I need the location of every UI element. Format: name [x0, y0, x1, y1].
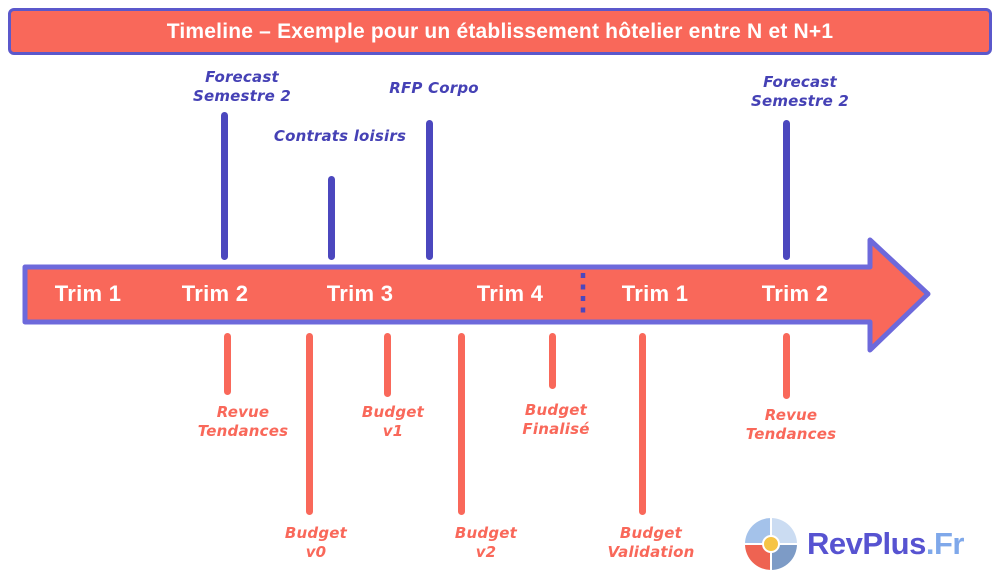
- brand-name-tld: .Fr: [925, 526, 965, 561]
- trim-label-n-q1: Trim 1: [33, 281, 143, 307]
- pie-chart-logo-icon: [745, 518, 797, 570]
- event-label-line: RFP Corpo: [389, 79, 479, 97]
- event-line-budget-v0: [306, 333, 313, 515]
- page-title: Timeline – Exemple pour un établissement…: [166, 19, 834, 43]
- event-label-line: Revue: [216, 403, 270, 421]
- trim-text: Trim 3: [326, 281, 394, 306]
- event-label-line: v1: [382, 422, 404, 440]
- event-label-line: Revue: [764, 406, 818, 424]
- event-label-budget-v1: Budget v1: [313, 403, 473, 441]
- event-label-budget-v0: Budget v0: [236, 524, 396, 562]
- event-label-line: v0: [305, 543, 327, 561]
- event-line-budget-v2: [458, 333, 465, 515]
- event-line-budget-validation: [639, 333, 646, 515]
- event-label-revue-tendances-n: Revue Tendances: [163, 403, 323, 441]
- brand-name: RevPlus.Fr: [807, 526, 964, 562]
- event-label-line: Budget: [361, 403, 425, 421]
- event-label-forecast-s2-n: Forecast Semestre 2: [162, 68, 322, 106]
- trim-label-n1-q2: Trim 2: [740, 281, 850, 307]
- event-label-budget-finalise: Budget Finalisé: [476, 401, 636, 439]
- event-line-rfp-corpo: [426, 120, 433, 260]
- event-label-line: Budget: [454, 524, 518, 542]
- event-line-budget-v1: [384, 333, 391, 397]
- event-line-forecast-s2-n1: [783, 120, 790, 260]
- event-line-budget-finalise: [549, 333, 556, 389]
- brand-name-main: RevPlus: [807, 526, 926, 561]
- trim-text: Trim 2: [761, 281, 829, 306]
- trim-text: Trim 4: [476, 281, 544, 306]
- event-label-line: Forecast: [205, 68, 279, 86]
- event-line-revue-tendances-n: [224, 333, 231, 395]
- event-label-rfp-corpo: RFP Corpo: [354, 79, 514, 98]
- event-label-line: Semestre 2: [192, 87, 292, 105]
- event-line-revue-tendances-n1: [783, 333, 790, 399]
- trim-text: Trim 1: [621, 281, 689, 306]
- trim-text: Trim 1: [54, 281, 122, 306]
- title-banner: Timeline – Exemple pour un établissement…: [8, 8, 992, 55]
- event-label-forecast-s2-n1: Forecast Semestre 2: [720, 73, 880, 111]
- event-label-line: Budget: [619, 524, 683, 542]
- event-label-line: Finalisé: [522, 420, 590, 438]
- timeline-arrow: [22, 237, 931, 353]
- brand-logo: RevPlus.Fr: [745, 518, 964, 570]
- event-label-contrats-loisirs: Contrats loisirs: [260, 127, 420, 146]
- event-label-revue-tendances-n1: Revue Tendances: [711, 406, 871, 444]
- pie-center-dot: [762, 535, 780, 553]
- event-line-forecast-s2-n: [221, 112, 228, 260]
- event-label-line: Budget: [284, 524, 348, 542]
- event-label-budget-validation: Budget Validation: [571, 524, 731, 562]
- event-label-line: Semestre 2: [750, 92, 850, 110]
- trim-text: Trim 2: [181, 281, 249, 306]
- event-label-line: Forecast: [763, 73, 837, 91]
- trim-label-n-q4: Trim 4: [455, 281, 565, 307]
- event-line-contrats-loisirs: [328, 176, 335, 260]
- event-label-line: v2: [475, 543, 497, 561]
- event-label-line: Tendances: [197, 422, 289, 440]
- event-label-line: Validation: [607, 543, 695, 561]
- trim-label-n-q2: Trim 2: [160, 281, 270, 307]
- timeline-arrow-shape: [22, 237, 931, 353]
- trim-label-n1-q1: Trim 1: [600, 281, 710, 307]
- trim-label-n-q3: Trim 3: [305, 281, 415, 307]
- event-label-line: Tendances: [745, 425, 837, 443]
- event-label-line: Budget: [524, 401, 588, 419]
- event-label-line: Contrats loisirs: [273, 127, 407, 145]
- event-label-budget-v2: Budget v2: [406, 524, 566, 562]
